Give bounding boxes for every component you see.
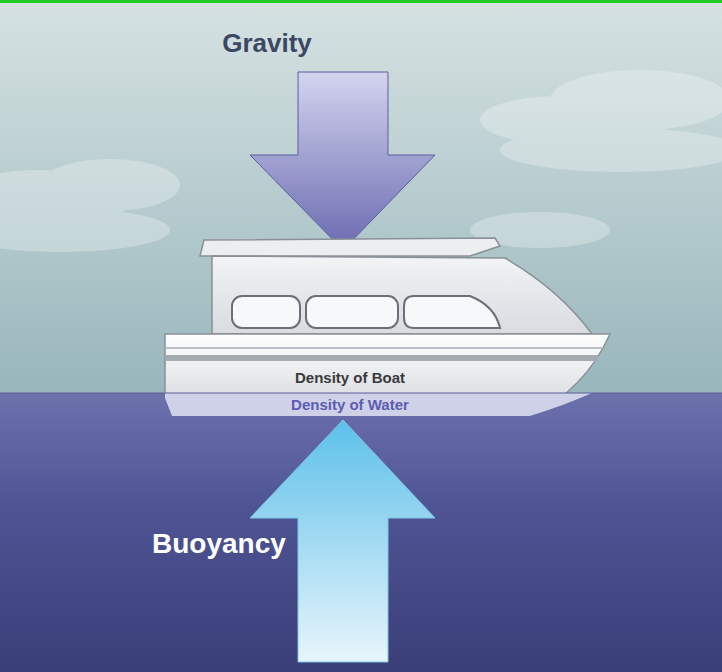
water (0, 393, 722, 672)
hull-stripe (166, 355, 598, 361)
clouds (0, 70, 722, 252)
boat (165, 238, 610, 416)
water-label: Density of Water (291, 396, 409, 414)
gravity-arrow (250, 72, 435, 250)
hull-stripe (166, 347, 603, 349)
force-label: Buoyancy (152, 527, 286, 561)
boat-label: Density of Boat (295, 369, 405, 387)
water-line (0, 393, 722, 394)
boat-window (306, 296, 398, 328)
boat-window (232, 296, 300, 328)
top-border (0, 0, 722, 3)
boat-cabin (212, 256, 592, 334)
boat-window (404, 296, 500, 328)
boat-roof (200, 238, 500, 256)
submerged-hull (165, 393, 592, 416)
force-label: Gravity (222, 28, 312, 59)
boat-hull (165, 334, 610, 416)
